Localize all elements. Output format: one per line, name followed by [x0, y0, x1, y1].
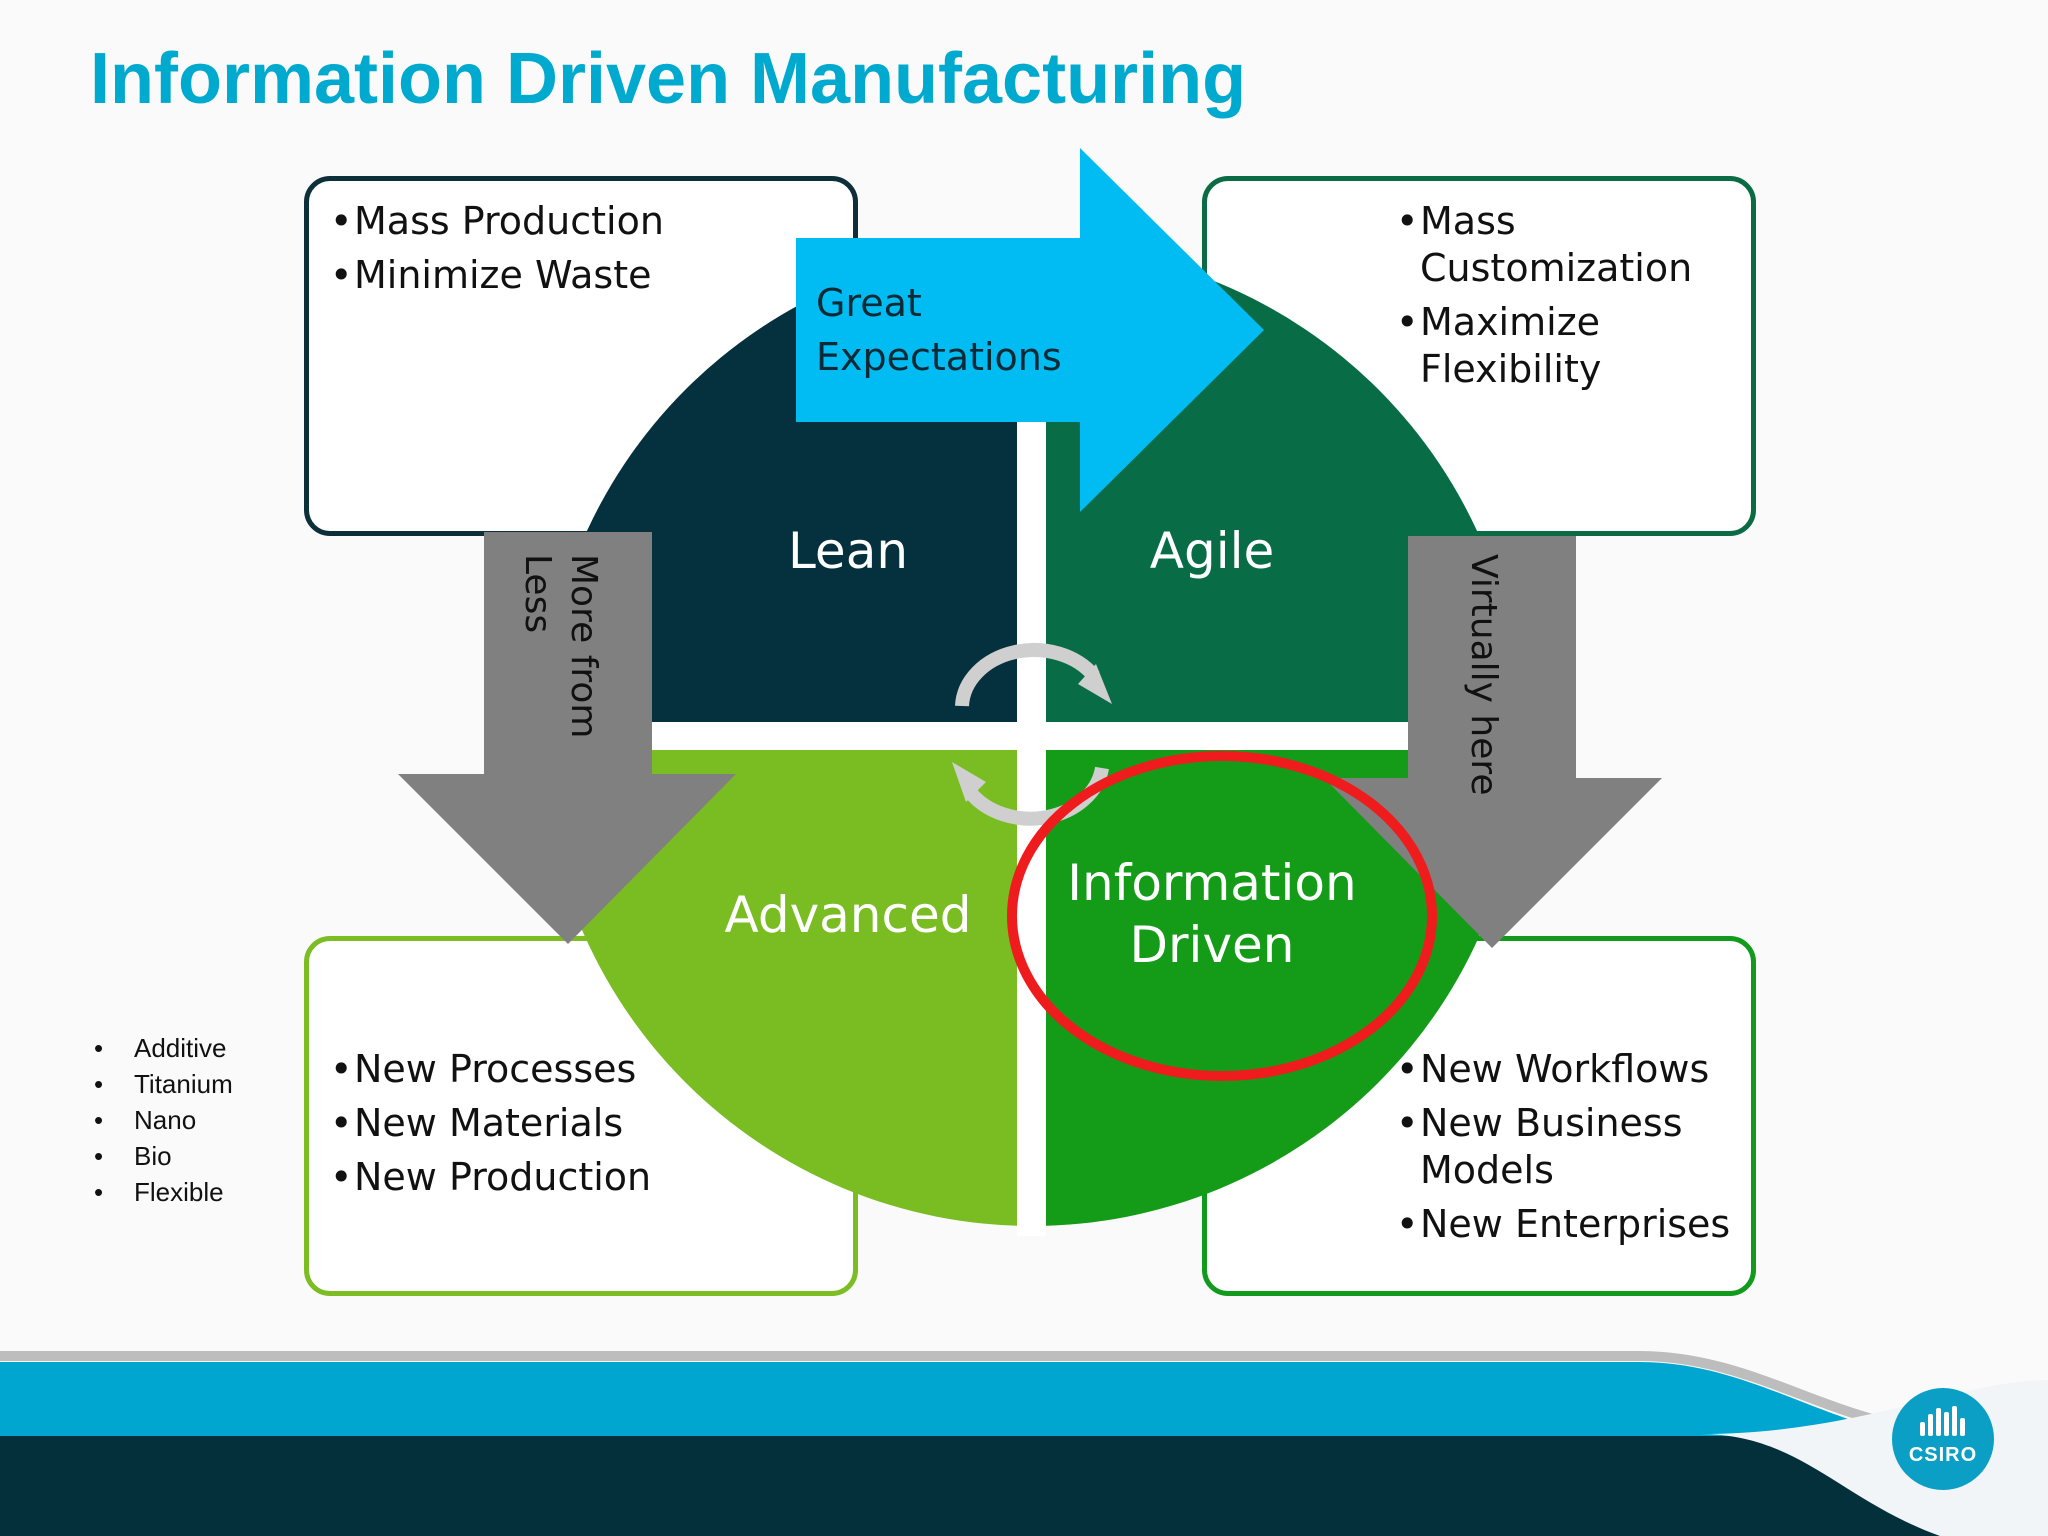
list-item: New Enterprises [1396, 1201, 1736, 1248]
side-list: Additive Titanium Nano Bio Flexible [92, 1030, 233, 1210]
list-agile: Mass Customization Maximize Flexibility [1396, 198, 1736, 400]
label-more-from-less: More from Less [517, 554, 604, 739]
great-expectations-arrow [796, 148, 1264, 512]
highlight-ellipse [1007, 751, 1437, 1081]
list-item: Mass Customization [1396, 198, 1736, 292]
footer-dark-band [0, 1436, 1940, 1536]
list-item: Mass Production [330, 198, 830, 245]
list-item: New Materials [330, 1100, 830, 1147]
label-lean: Lean [787, 522, 909, 580]
list-information-driven: New Workflows New Business Models New En… [1396, 1046, 1736, 1255]
label-information-driven: Information Driven [1067, 854, 1357, 974]
label-advanced: Advanced [724, 886, 972, 944]
list-item: Maximize Flexibility [1396, 299, 1736, 393]
list-item: Flexible [92, 1174, 233, 1210]
list-lean: Mass Production Minimize Waste [330, 198, 830, 306]
slide-title: Information Driven Manufacturing [90, 39, 1247, 119]
list-advanced: New Processes New Materials New Producti… [330, 1046, 830, 1208]
separator-horizontal [540, 722, 1524, 750]
more-from-less-arrow [398, 532, 736, 944]
cycle-arrowhead-left [952, 762, 986, 802]
label-great-expectations: Great Expectations [816, 281, 1062, 379]
cycle-arrowhead-right [1078, 664, 1112, 704]
csiro-logo: CSIRO [1892, 1388, 1994, 1490]
list-item: Minimize Waste [330, 252, 830, 299]
list-item: Titanium [92, 1066, 233, 1102]
list-item: Nano [92, 1102, 233, 1138]
list-item: New Business Models [1396, 1100, 1736, 1194]
quadrant-information-driven [1032, 736, 1522, 1226]
list-item: Additive [92, 1030, 233, 1066]
quadrant-advanced [542, 736, 1032, 1226]
list-item: New Production [330, 1154, 830, 1201]
logo-text: CSIRO [1908, 1444, 1978, 1466]
list-item: New Workflows [1396, 1046, 1736, 1093]
label-agile: Agile [1149, 522, 1275, 580]
logo-bars-icon [1920, 1406, 1965, 1436]
list-item: Bio [92, 1138, 233, 1174]
list-item: New Processes [330, 1046, 830, 1093]
label-virtually-here: Virtually here [1463, 554, 1504, 796]
